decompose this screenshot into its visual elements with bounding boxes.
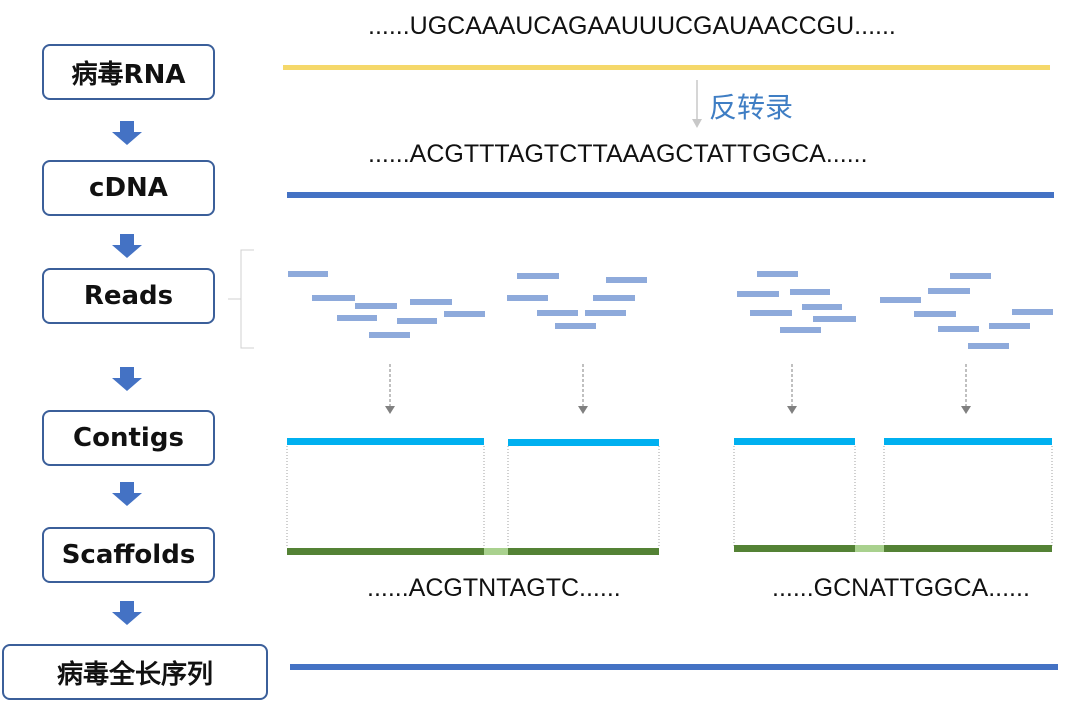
flow-arrow-icon <box>112 482 142 506</box>
read <box>507 295 548 301</box>
read <box>780 327 821 333</box>
flow-arrow-icon <box>112 601 142 625</box>
scaffold-gap <box>484 548 508 555</box>
read <box>790 289 830 295</box>
read <box>880 297 921 303</box>
read <box>938 326 979 332</box>
step-full-genome: 病毒全长序列 <box>2 644 268 700</box>
read <box>537 310 578 316</box>
read <box>757 271 798 277</box>
reads <box>288 271 1053 349</box>
read <box>410 299 452 305</box>
contigs <box>287 438 1052 446</box>
step-contigs: Contigs <box>42 410 215 466</box>
read <box>802 304 842 310</box>
cdna-sequence: ......ACGTTTAGTCTTAAAGCTATTGGCA...... <box>368 140 868 168</box>
assembly-arrow-heads <box>385 406 971 414</box>
read <box>312 295 355 301</box>
read <box>355 303 397 309</box>
scaffolds <box>287 545 1052 555</box>
read <box>593 295 635 301</box>
flow-arrow-icon <box>112 234 142 258</box>
cdna-strand <box>287 192 1054 198</box>
read <box>989 323 1030 329</box>
read <box>397 318 437 324</box>
read <box>737 291 779 297</box>
contig <box>508 439 659 446</box>
reverse-transcription-arrow-head <box>692 119 702 128</box>
reads-bracket <box>228 249 254 349</box>
read <box>337 315 377 321</box>
contig <box>884 438 1052 445</box>
scaffold-gap <box>855 545 884 552</box>
read <box>914 311 956 317</box>
scaffold-segment <box>884 545 1052 552</box>
read <box>555 323 596 329</box>
step-reads: Reads <box>42 268 215 324</box>
flow-arrow-icon <box>112 121 142 145</box>
read <box>288 271 328 277</box>
read <box>750 310 792 316</box>
read <box>928 288 970 294</box>
contig-guides <box>286 446 1053 548</box>
full-genome-line <box>290 664 1058 670</box>
read <box>813 316 856 322</box>
step-scaffolds: Scaffolds <box>42 527 215 583</box>
read <box>1012 309 1053 315</box>
scaffold-right-sequence: ......GCNATTGGCA...... <box>772 574 1030 602</box>
scaffold-segment <box>734 545 855 552</box>
scaffold-segment <box>287 548 484 555</box>
read <box>968 343 1009 349</box>
contig <box>287 438 484 445</box>
read <box>517 273 559 279</box>
flow-arrow-icon <box>112 367 142 391</box>
rna-sequence: ......UGCAAAUCAGAAUUUCGAUAACCGU...... <box>368 12 896 40</box>
read <box>585 310 626 316</box>
read <box>369 332 410 338</box>
read <box>950 273 991 279</box>
scaffold-segment <box>508 548 659 555</box>
assembly-arrows <box>389 364 967 408</box>
rna-strand <box>283 65 1050 70</box>
step-cdna: cDNA <box>42 160 215 216</box>
scaffold-left-sequence: ......ACGTNTAGTC...... <box>367 574 621 602</box>
step-viral-rna: 病毒RNA <box>42 44 215 100</box>
contig <box>734 438 855 445</box>
flow-arrows <box>112 121 142 625</box>
read <box>606 277 647 283</box>
read <box>444 311 485 317</box>
reverse-transcription-label: 反转录 <box>709 91 794 124</box>
